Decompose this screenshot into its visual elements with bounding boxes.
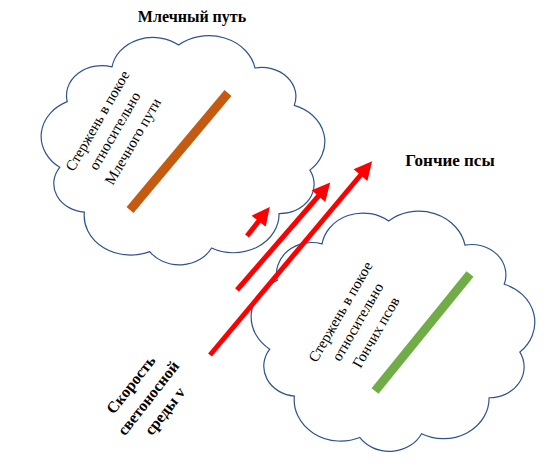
- cloud-region: Млечный путьСтержень в покое относительн…: [35, 25, 330, 275]
- cloud-region: Стержень в покое относительно Гончих псо…: [245, 200, 540, 462]
- cloud-shape: [41, 36, 325, 265]
- cloud-outline: [245, 200, 540, 462]
- cloud-shape: [251, 211, 535, 451]
- direction-label: Гончие псы: [380, 150, 520, 173]
- velocity-label: Скорость светоносной среды v: [89, 335, 208, 462]
- region-heading: Млечный путь: [82, 6, 302, 28]
